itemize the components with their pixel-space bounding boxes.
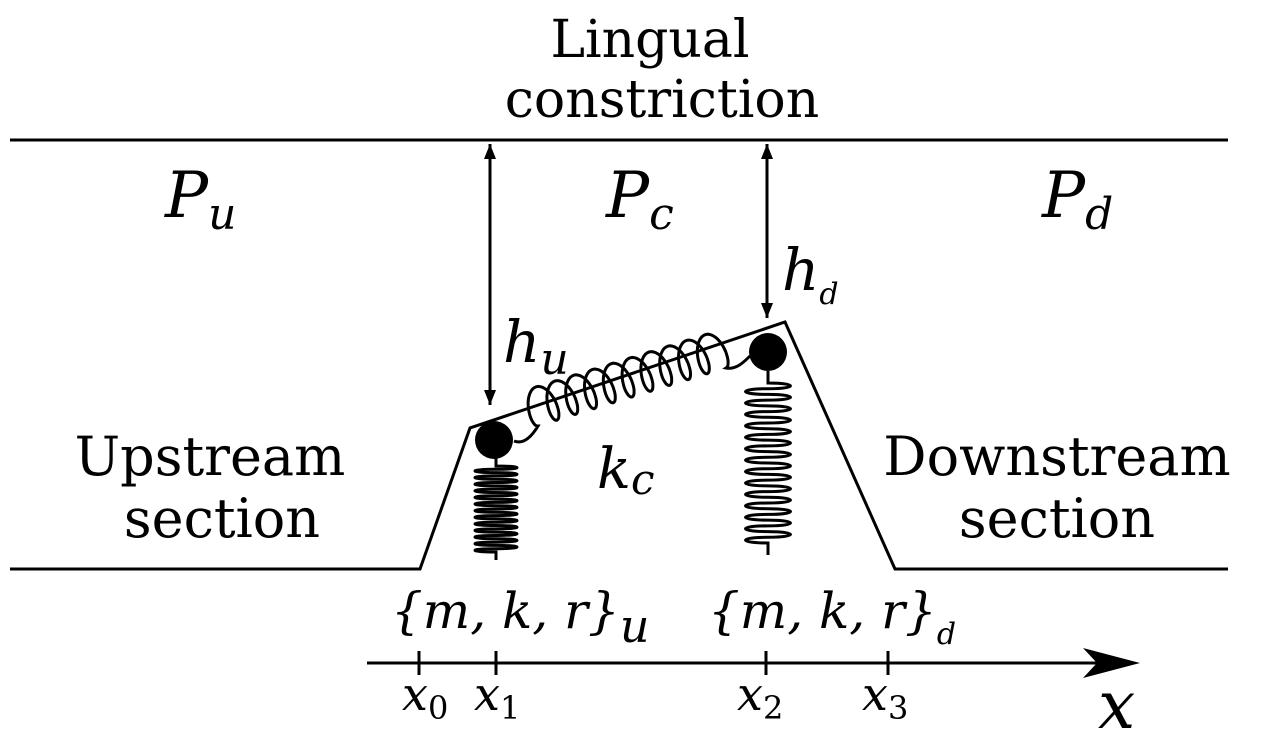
height-downstream-label: hd: [782, 236, 839, 312]
upstream-mass: [475, 421, 513, 459]
title-line-1: Lingual: [550, 10, 749, 70]
downstream-spring: [744, 371, 792, 555]
downstream-section-line-2: section: [959, 487, 1155, 550]
downstream-mass-params: {m, k, r}d: [708, 582, 956, 652]
pressure-downstream-label: Pd: [1041, 159, 1113, 240]
coupling-spring: [513, 332, 752, 444]
upstream-section-line-2: section: [124, 487, 320, 550]
upstream-section-line-1: Upstream: [75, 425, 346, 488]
upstream-mass-params: {m, k, r}u: [391, 582, 649, 653]
downstream-mass: [749, 333, 787, 371]
x-tick-label-2: x2: [737, 667, 783, 727]
x-axis-label: x: [1098, 667, 1135, 734]
x-tick-label-1: x1: [474, 667, 520, 727]
upstream-spring: [473, 458, 519, 560]
x-tick-label-3: x3: [862, 667, 908, 727]
x-tick-label-0: x0: [402, 667, 448, 727]
pressure-upstream-label: Pu: [164, 159, 236, 240]
pressure-constriction-label: Pc: [605, 159, 674, 240]
x-axis-arrowhead: [1083, 648, 1140, 678]
title-line-2: constriction: [505, 70, 819, 130]
height-upstream-label: hu: [503, 308, 569, 385]
downstream-section-line-1: Downstream: [883, 425, 1230, 488]
coupling-spring-label: kc: [597, 437, 654, 504]
